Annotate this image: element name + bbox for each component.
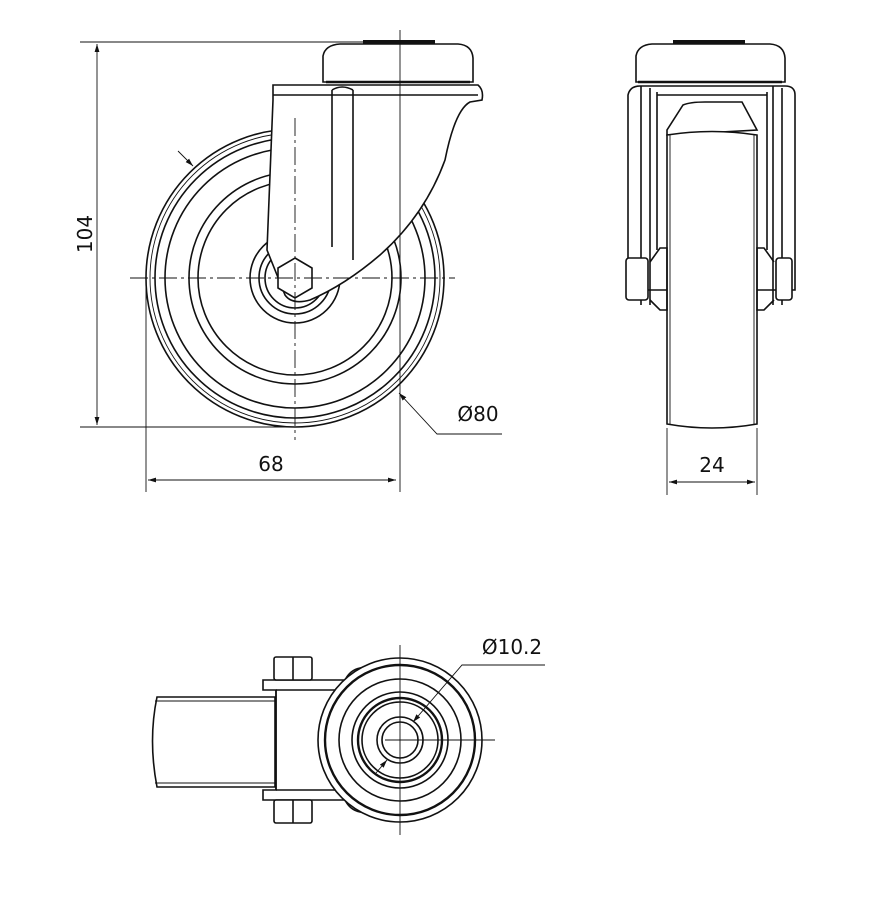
top-view: Ø10.2 (151, 635, 545, 835)
width-dimension-label: 68 (258, 452, 283, 476)
tread-arrow (177, 150, 194, 167)
front-view: 24 (625, 40, 796, 495)
wheel-tread-top (151, 696, 276, 788)
axle-nut-right (775, 257, 793, 301)
bolt-hole-leader (412, 664, 545, 723)
diameter-leader (398, 392, 502, 435)
bolt-hole-diameter-label: Ø10.2 (482, 635, 542, 659)
axle-nut-left (625, 257, 649, 301)
wheel-width-label: 24 (699, 453, 724, 477)
fork-bracket (266, 84, 484, 303)
top-plate (322, 40, 474, 84)
wheel-diameter-label: Ø80 (457, 402, 498, 426)
height-dimension-label: 104 (73, 215, 97, 253)
side-view: 104 68 Ø80 (73, 30, 502, 492)
